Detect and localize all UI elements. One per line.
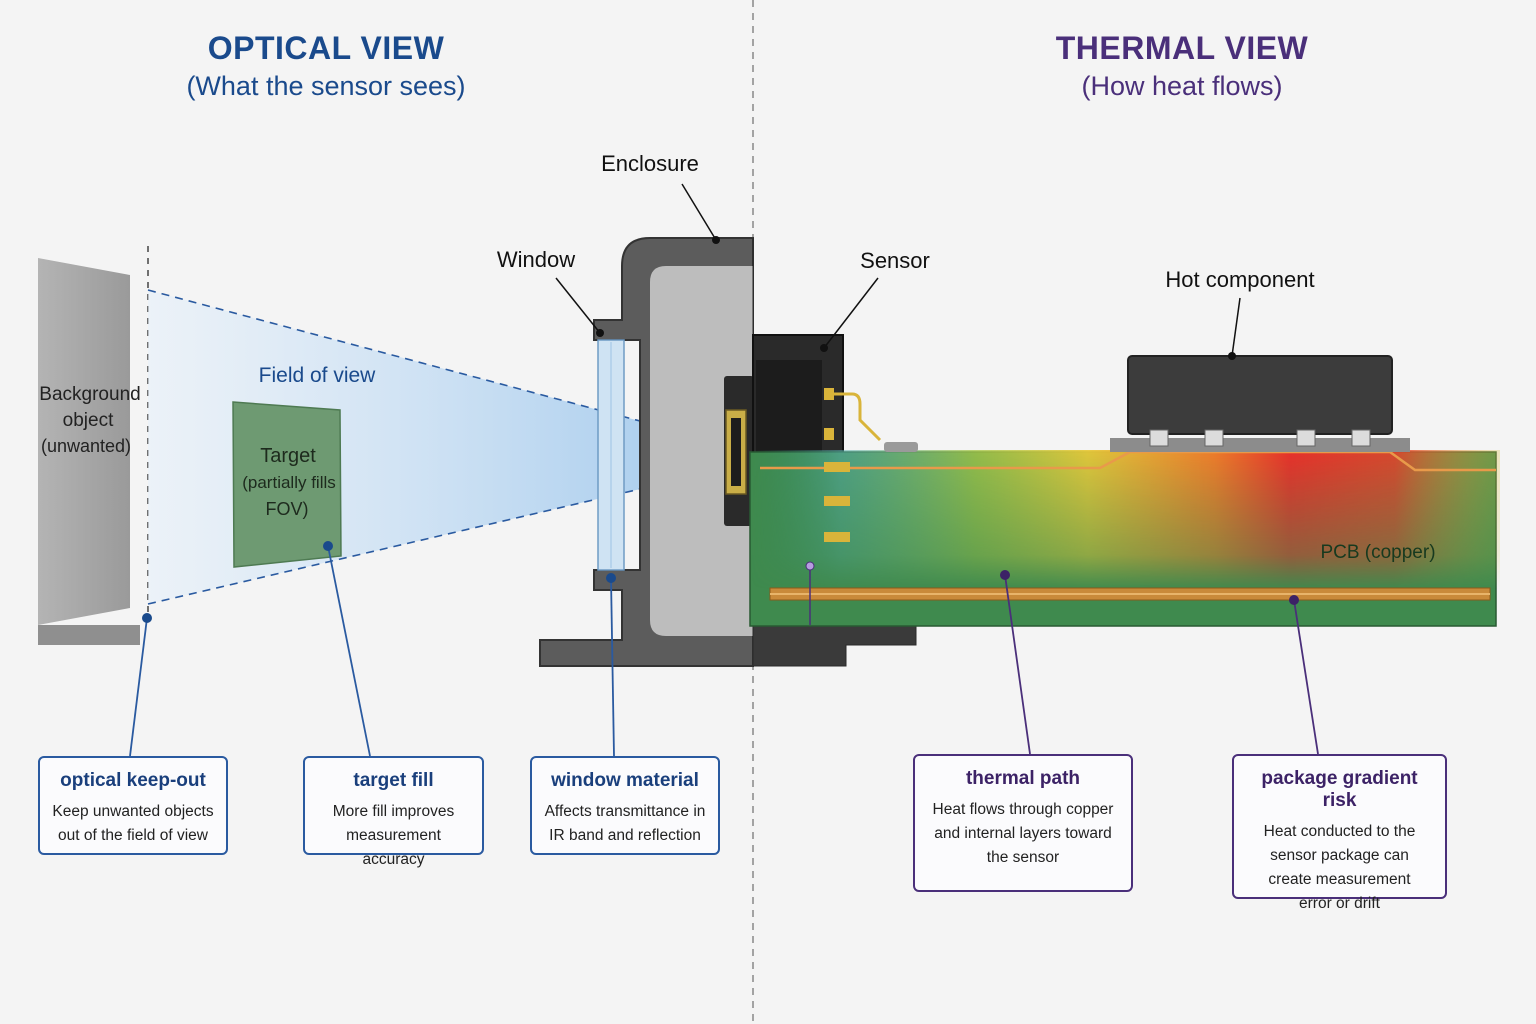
callout-line: Heat conducted to the — [1263, 823, 1416, 840]
enclosure-body — [539, 237, 754, 667]
window-pane — [597, 339, 625, 571]
callout-line: Affects transmittance in — [544, 803, 706, 820]
callout-title: optical keep-out — [60, 770, 206, 791]
window-label: Window — [497, 247, 575, 272]
optical-view-subtitle: (What the sensor sees) — [186, 71, 466, 101]
callout-line: the sensor — [986, 849, 1060, 866]
hot-component-label: Hot component — [1165, 267, 1314, 292]
heat-gradient — [750, 450, 1500, 590]
callout-thermal-path: thermal path Heat flows through copper a… — [913, 754, 1133, 892]
thermal-view-title: THERMAL VIEW — [1055, 30, 1309, 66]
callout-line: IR band and reflection — [549, 827, 701, 844]
callout-line: create measurement — [1268, 871, 1411, 888]
target-label-line-3: FOV) — [266, 499, 309, 519]
sensor-pins — [824, 388, 918, 542]
optical-view-header: OPTICAL VIEW (What the sensor sees) — [76, 30, 576, 102]
callout-line: error or drift — [1299, 895, 1380, 912]
callout-line: sensor package can — [1270, 847, 1409, 864]
target-label-line-1: Target — [260, 445, 316, 467]
callout-optical-keepout: optical keep-out Keep unwanted objects o… — [38, 756, 228, 855]
callout-window-material: window material Affects transmittance in… — [530, 756, 720, 855]
optical-view-title: OPTICAL VIEW — [207, 30, 445, 66]
callout-title: thermal path — [965, 768, 1081, 789]
callout-line: More fill improves — [332, 803, 455, 820]
callout-title: package gradient risk — [1261, 768, 1418, 811]
pcb-board — [749, 450, 1500, 627]
background-object-label-line-1: Background — [39, 384, 140, 405]
target-label-line-2: (partially fills — [242, 473, 336, 492]
callout-package-gradient-risk: package gradient risk Heat conducted to … — [1232, 754, 1447, 912]
callout-target-fill: target fill More fill improves measureme… — [303, 756, 484, 868]
hot-component — [1110, 355, 1410, 452]
thermal-view-header: THERMAL VIEW (How heat flows) — [932, 30, 1432, 102]
callout-line: Keep unwanted objects — [52, 803, 214, 820]
pcb-label: PCB (copper) — [1320, 542, 1435, 563]
callout-line: measurement accuracy — [346, 827, 441, 868]
field-of-view-label: Field of view — [259, 364, 377, 387]
background-object-label-line-3: (unwanted) — [41, 436, 131, 456]
callout-title: target fill — [353, 770, 434, 791]
sensor-label: Sensor — [860, 248, 930, 273]
thermal-view-subtitle: (How heat flows) — [1081, 71, 1283, 101]
callout-title: window material — [551, 770, 699, 791]
callout-line: and internal layers toward — [934, 825, 1112, 842]
callout-line: Heat flows through copper — [932, 801, 1114, 818]
enclosure-label: Enclosure — [601, 151, 699, 176]
background-object-label-line-2: object — [63, 410, 114, 431]
background-object — [38, 258, 140, 645]
target-object — [232, 401, 342, 568]
callout-line: out of the field of view — [58, 827, 208, 844]
